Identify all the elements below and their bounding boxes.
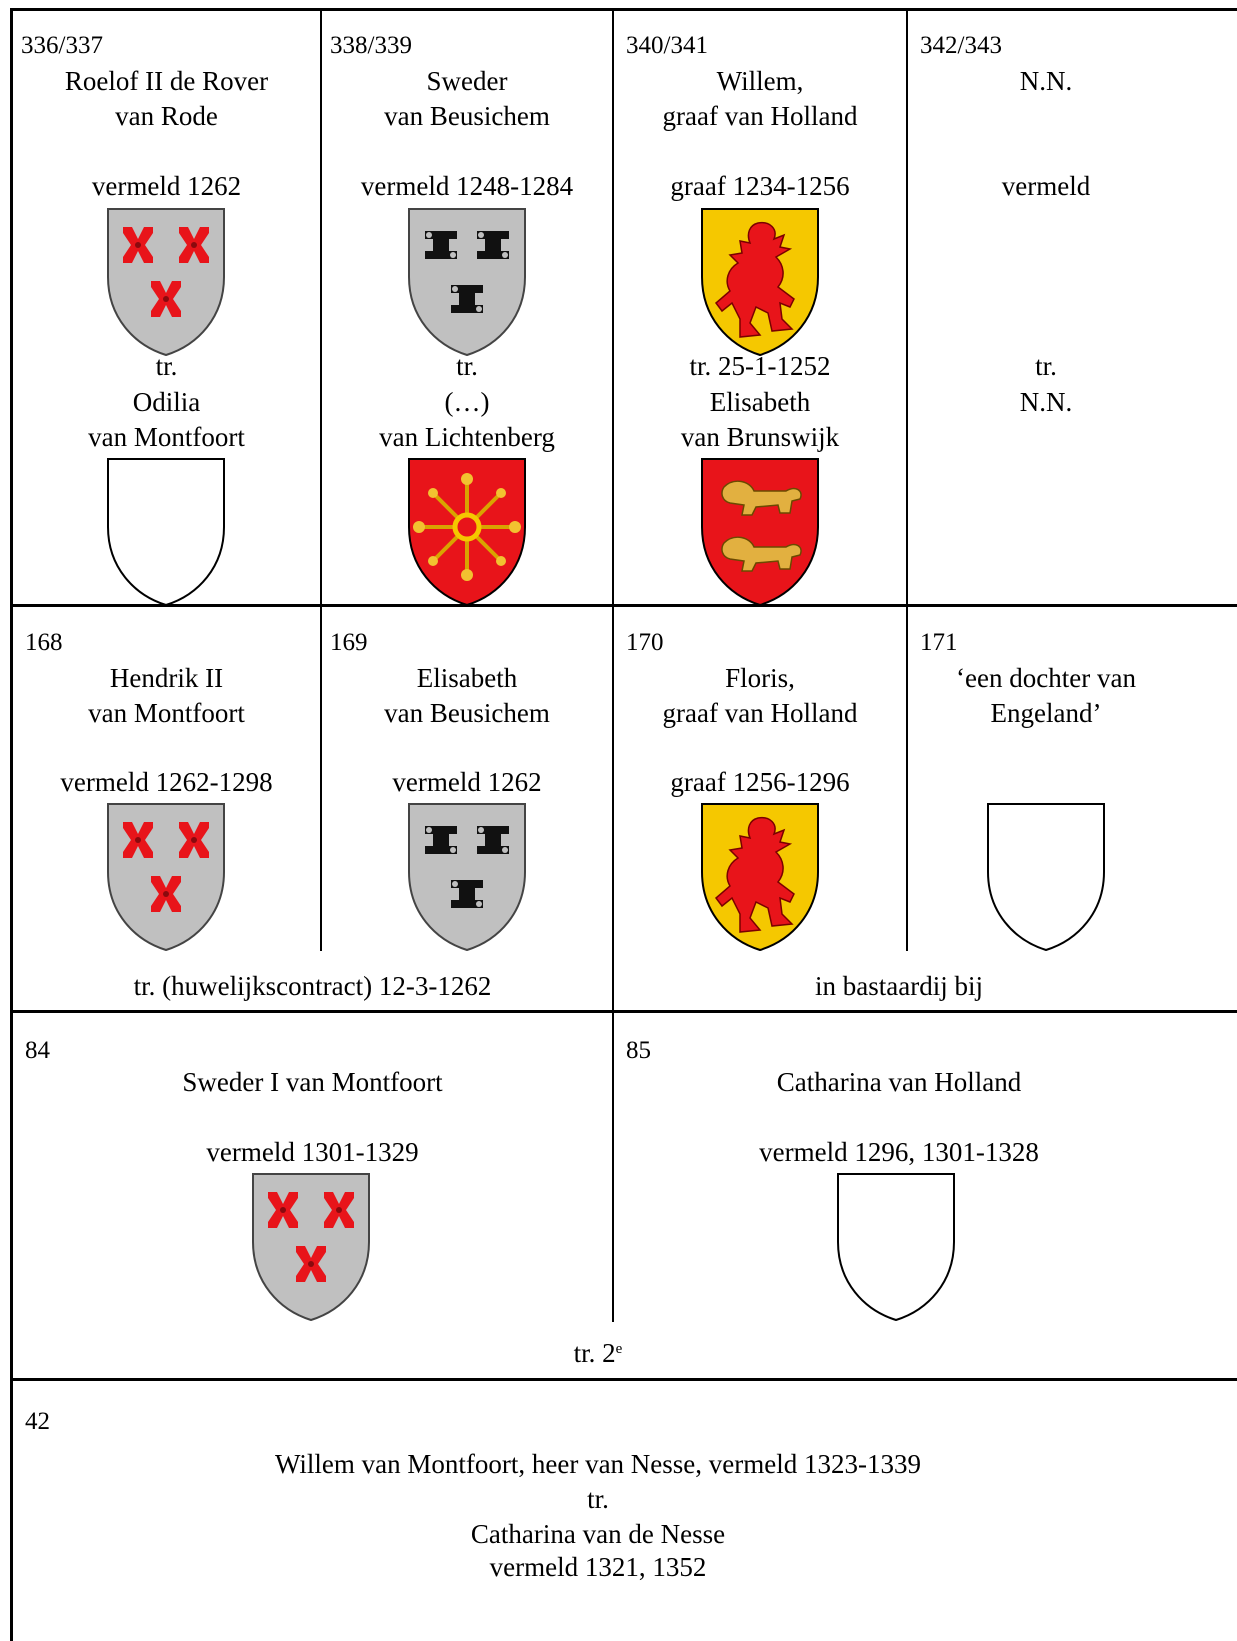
ancestor-name: Roelof II de Rover	[64, 66, 269, 96]
ancestor-number: 170	[626, 629, 664, 656]
ancestor-dates: vermeld 1262-1298	[60, 767, 273, 797]
ancestor-name: van Beusichem	[384, 698, 550, 728]
ancestor-number: 84	[25, 1037, 50, 1064]
ancestor-85: 85 Catharina van Holland vermeld 1296, 1…	[614, 1012, 1184, 1322]
ancestor-name: Engeland’	[990, 698, 1102, 728]
ancestor-number: 168	[25, 629, 63, 656]
ancestor-name: Hendrik II	[109, 663, 224, 693]
marriage-label: tr.	[456, 351, 478, 381]
marriage-label: tr. 25-1-1252	[689, 351, 831, 381]
ancestor-168: 168 Hendrik II van Montfoort vermeld 126…	[13, 606, 320, 951]
ancestor-dates: vermeld 1301-1329	[206, 1137, 419, 1167]
beusichem-arms-icon	[408, 208, 526, 356]
ancestor-number: 340/341	[626, 32, 708, 59]
spouse-name: van Lichtenberg	[379, 422, 555, 452]
blank-shield-icon	[107, 458, 225, 606]
ancestor-number: 169	[330, 629, 368, 656]
spouse-name: van Brunswijk	[680, 422, 840, 452]
ancestor-number: 342/343	[920, 32, 1002, 59]
marriage-label: tr.	[155, 351, 178, 381]
spouse-name: Odilia	[132, 387, 201, 417]
ancestor-name: van Beusichem	[384, 101, 550, 131]
spouse-name: Catharina van de Nesse	[470, 1519, 726, 1549]
ancestor-name: ‘een dochter van	[956, 663, 1136, 693]
ancestor-number: 336/337	[21, 32, 103, 59]
ancestor-dates: graaf 1256-1296	[670, 767, 850, 797]
ancestor-dates: vermeld	[1001, 171, 1091, 201]
ancestor-dates: vermeld 1296, 1301-1328	[759, 1137, 1039, 1167]
ancestor-name: van Rode	[115, 101, 218, 131]
lichtenberg-arms-icon	[408, 458, 526, 606]
marriage-label: tr.	[1035, 351, 1057, 381]
ancestor-342-343: 342/343 N.N. vermeld tr. N.N.	[908, 11, 1237, 604]
ancestor-name: Elisabeth	[416, 663, 518, 693]
second-marriage-label: tr. 2e	[573, 1338, 623, 1368]
ancestor-170: 170 Floris, graaf van Holland graaf 1256…	[614, 606, 906, 951]
ancestor-171: 171 ‘een dochter van Engeland’	[908, 606, 1237, 951]
ancestor-340-341: 340/341 Willem, graaf van Holland graaf …	[614, 11, 906, 606]
spouse-name: van Montfoort	[88, 422, 245, 452]
brunswijk-arms-icon	[701, 458, 819, 606]
holland-lion-arms-icon	[701, 803, 819, 951]
ancestor-name: Sweder I van Montfoort	[182, 1067, 443, 1097]
montfoort-arms-icon	[107, 803, 225, 951]
ancestor-84: 84 Sweder I van Montfoort vermeld 1301-1…	[13, 1012, 612, 1322]
montfoort-arms-icon	[107, 208, 225, 356]
ancestor-name: Catharina van Holland	[776, 1067, 1022, 1097]
ancestor-169: 169 Elisabeth van Beusichem vermeld 1262	[322, 606, 612, 951]
ancestor-dates: graaf 1234-1256	[670, 171, 850, 201]
ancestor-name: graaf van Holland	[662, 698, 858, 728]
ancestor-42: 42 Willem van Montfoort, heer van Nesse,…	[13, 1381, 1183, 1641]
ancestor-number: 338/339	[330, 32, 412, 59]
holland-lion-arms-icon	[701, 208, 819, 356]
ancestor-number: 171	[920, 629, 958, 656]
ancestor-dates: vermeld 1262	[392, 767, 542, 797]
ancestor-name: van Montfoort	[88, 698, 245, 728]
bastardy-label: in bastaardij bij	[815, 971, 983, 1001]
ancestor-name: graaf van Holland	[662, 101, 858, 131]
ancestor-dates: vermeld 1248-1284	[360, 171, 574, 201]
spouse-name: Elisabeth	[709, 387, 811, 417]
spouse-name: (…)	[444, 387, 490, 417]
ancestor-name: N.N.	[1019, 66, 1073, 96]
ancestor-name: Sweder	[426, 66, 508, 96]
ancestor-name: Willem van Montfoort, heer van Nesse, ve…	[275, 1449, 921, 1479]
blank-shield-icon	[837, 1173, 955, 1321]
ancestor-336-337: 336/337 Roelof II de Rover van Rode verm…	[13, 11, 320, 606]
ancestor-name: Floris,	[725, 663, 795, 693]
spouse-name: N.N.	[1019, 387, 1073, 417]
marriage-contract-label: tr. (huwelijkscontract) 12-3-1262	[133, 971, 492, 1001]
marriage-label: tr.	[587, 1484, 609, 1514]
ancestor-dates: vermeld 1262	[91, 171, 242, 201]
blank-shield-icon	[987, 803, 1105, 951]
ancestor-name: Willem,	[716, 66, 804, 96]
montfoort-arms-icon	[252, 1173, 370, 1321]
beusichem-arms-icon	[408, 803, 526, 951]
spouse-dates: vermeld 1321, 1352	[489, 1552, 707, 1582]
ancestor-number: 42	[25, 1408, 50, 1435]
ancestor-number: 85	[626, 1037, 651, 1064]
ancestor-338-339: 338/339 Sweder van Beusichem vermeld 124…	[322, 11, 612, 606]
